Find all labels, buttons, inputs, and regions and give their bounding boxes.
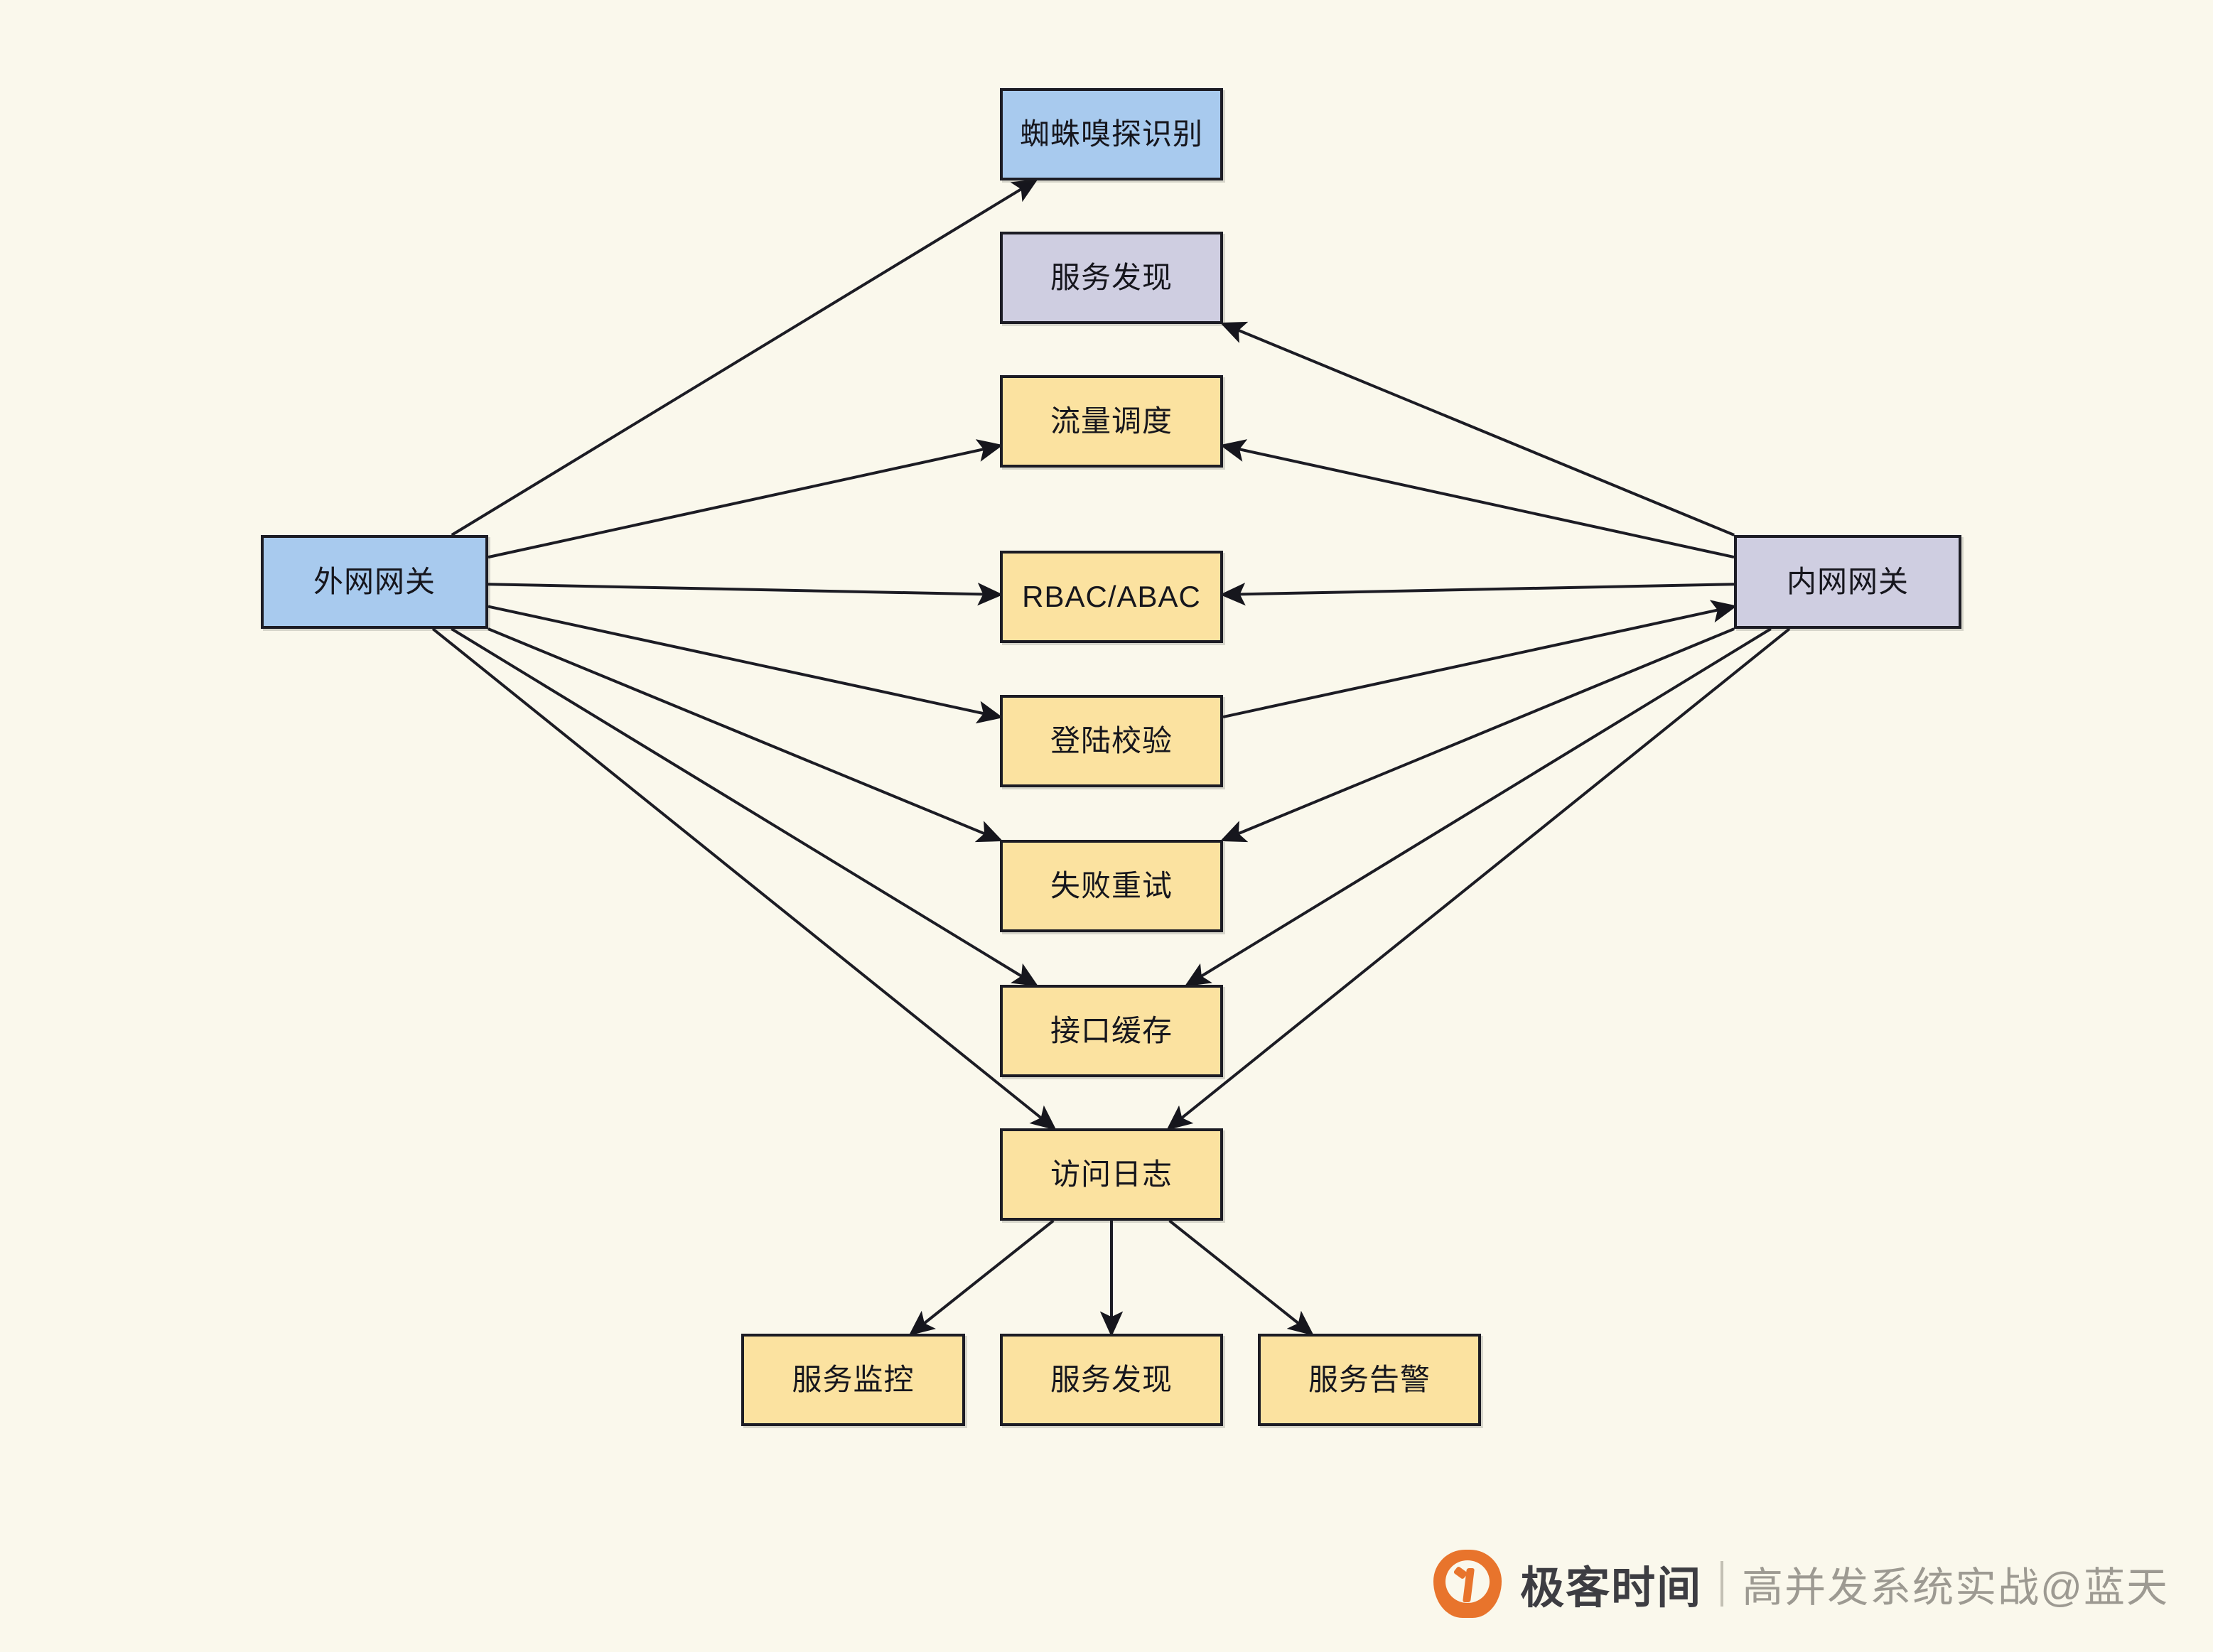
node-traffic[interactable]: 流量调度	[1000, 375, 1223, 468]
node-accesslog[interactable]: 访问日志	[1000, 1128, 1223, 1221]
node-label: 失败重试	[1050, 869, 1173, 902]
edge-ext_gateway-to-spider	[451, 178, 1038, 536]
node-rbac[interactable]: RBAC/ABAC	[1000, 551, 1223, 643]
edge-ext_gateway-to-retry	[488, 627, 1003, 843]
watermark: 极客时间 高并发系统实战@蓝天	[1433, 1550, 2169, 1618]
node-spider[interactable]: 蜘蛛嗅探识别	[1000, 88, 1223, 180]
node-discovery_bot[interactable]: 服务发现	[1000, 1334, 1223, 1426]
node-label: 访问日志	[1050, 1157, 1173, 1191]
edge-ext_gateway-to-accesslog	[431, 627, 1057, 1130]
node-login[interactable]: 登陆校验	[1000, 695, 1223, 787]
edge-ext_gateway-to-traffic	[488, 439, 1003, 559]
edge-int_gateway-to-traffic	[1219, 439, 1735, 559]
edge-int_gateway-to-retry	[1219, 627, 1735, 843]
node-label: 流量调度	[1050, 404, 1173, 438]
node-label: 服务发现	[1050, 1363, 1173, 1396]
edge-int_gateway-to-cache	[1184, 627, 1772, 987]
node-int_gateway[interactable]: 内网网关	[1734, 535, 1961, 629]
node-cache[interactable]: 接口缓存	[1000, 985, 1223, 1077]
edge-login-to-int_gateway	[1222, 600, 1738, 719]
node-retry[interactable]: 失败重试	[1000, 840, 1223, 932]
node-label: 接口缓存	[1050, 1014, 1173, 1047]
edge-int_gateway-to-accesslog	[1166, 627, 1791, 1130]
node-label: 登陆校验	[1050, 724, 1173, 757]
node-label: RBAC/ABAC	[1022, 580, 1201, 613]
watermark-subtitle: 高并发系统实战@蓝天	[1742, 1565, 2169, 1611]
node-alert[interactable]: 服务告警	[1258, 1334, 1481, 1426]
node-label: 服务告警	[1308, 1363, 1431, 1396]
node-discovery_top[interactable]: 服务发现	[1000, 232, 1223, 324]
node-ext_gateway[interactable]: 外网网关	[261, 535, 488, 629]
watermark-brand: 极客时间	[1520, 1564, 1703, 1613]
geek-time-logo-icon	[1433, 1550, 1502, 1618]
node-monitor[interactable]: 服务监控	[741, 1334, 965, 1426]
node-label: 服务监控	[792, 1363, 915, 1396]
edge-accesslog-to-alert	[1168, 1219, 1314, 1336]
watermark-separator	[1721, 1561, 1724, 1607]
edge-int_gateway-to-discovery_top	[1219, 321, 1735, 536]
node-label: 蜘蛛嗅探识别	[1019, 117, 1203, 151]
edge-ext_gateway-to-cache	[451, 627, 1039, 987]
edge-accesslog-to-monitor	[908, 1219, 1055, 1336]
edge-ext_gateway-to-login	[488, 605, 1003, 724]
node-label: 外网网关	[313, 565, 436, 598]
node-label: 内网网关	[1786, 565, 1909, 598]
node-label: 服务发现	[1050, 261, 1173, 294]
edge-int_gateway-to-rbac	[1219, 582, 1735, 606]
edge-ext_gateway-to-rbac	[488, 582, 1003, 606]
